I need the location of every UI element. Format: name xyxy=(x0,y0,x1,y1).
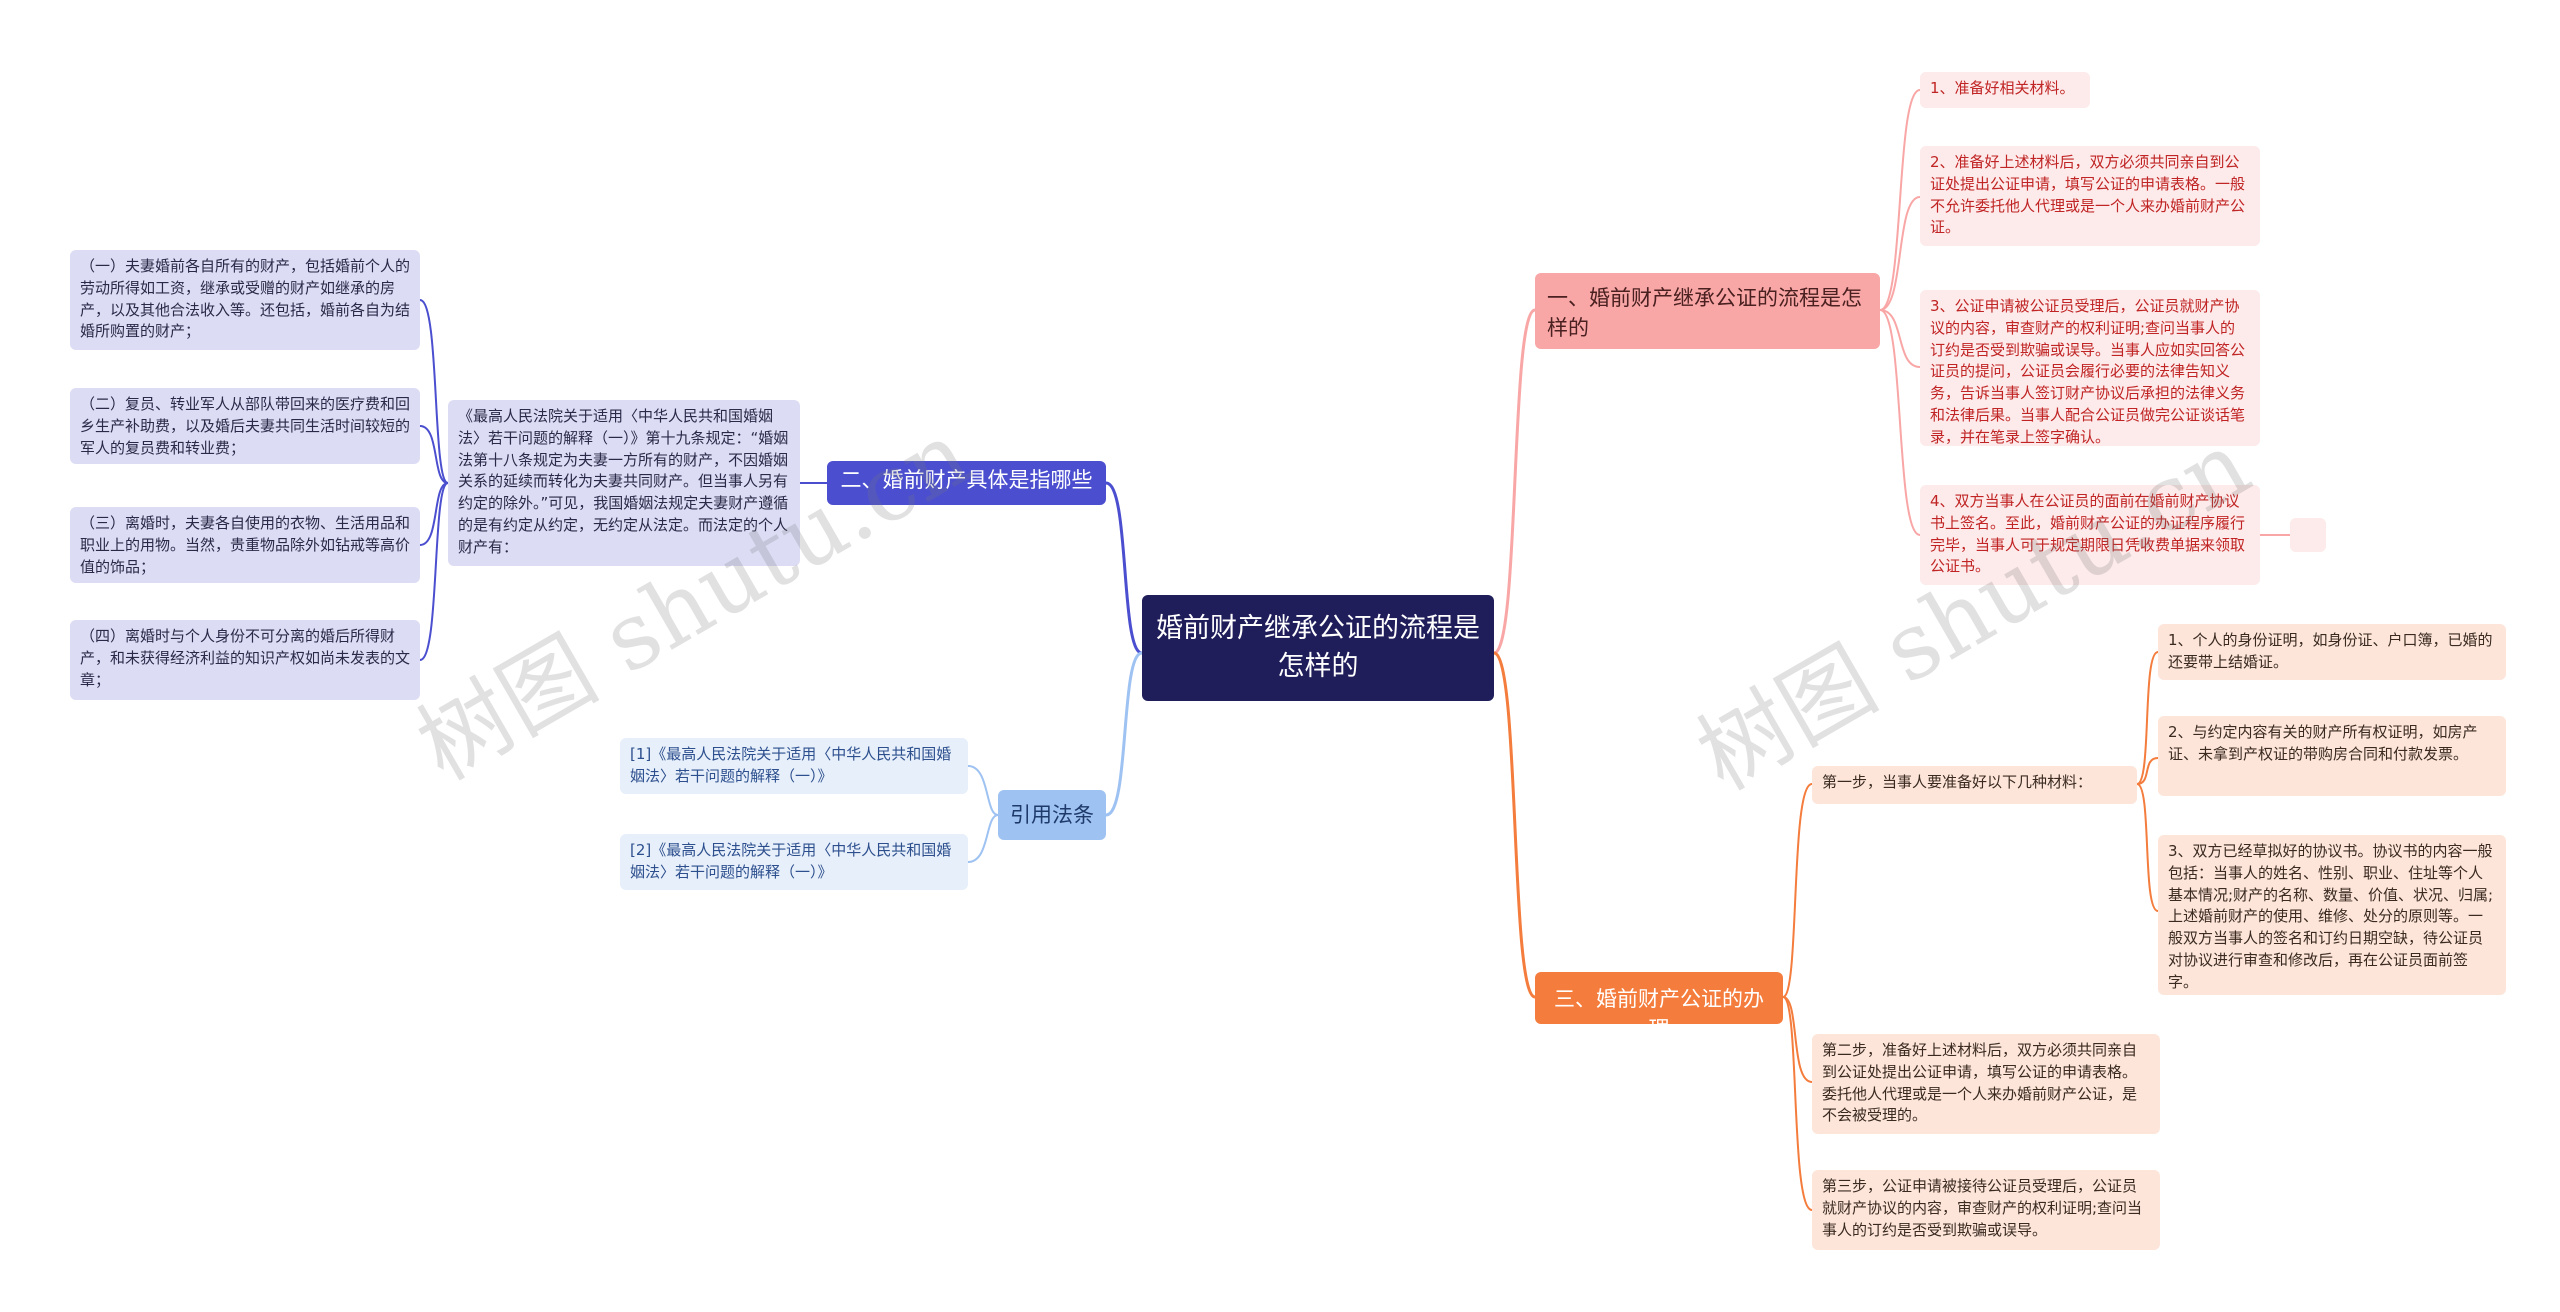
root-topic[interactable]: 婚前财产继承公证的流程是怎样的 xyxy=(1142,595,1494,701)
branch-1-topic[interactable]: 一、婚前财产继承公证的流程是怎样的 xyxy=(1535,273,1880,349)
list-item-text: （一）夫妻婚前各自所有的财产，包括婚前个人的劳动所得如工资，继承或受赠的财产如继… xyxy=(80,257,411,341)
list-item-text: 3、公证申请被公证员受理后，公证员就财产协议的内容，审查财产的权利证明;查问当事… xyxy=(1930,297,2246,446)
list-item-text: 3、双方已经草拟好的协议书。协议书的内容一般包括：当事人的姓名、性别、职业、住址… xyxy=(2168,842,2494,991)
root-label: 婚前财产继承公证的流程是怎样的 xyxy=(1156,613,1480,682)
branch-2-item-3[interactable]: （三）离婚时，夫妻各自使用的衣物、生活用品和职业上的用物。当然，贵重物品除外如钻… xyxy=(70,507,420,583)
branch-1-item-4-empty-child[interactable] xyxy=(2290,518,2326,552)
branch-2-item-2[interactable]: （二）复员、转业军人从部队带回来的医疗费和回乡生产补助费，以及婚后夫妻共同生活时… xyxy=(70,388,420,464)
step-1-item-1[interactable]: 1、个人的身份证明，如身份证、户口簿，已婚的还要带上结婚证。 xyxy=(2158,624,2506,680)
detail-text: 《最高人民法院关于适用〈中华人民共和国婚姻法〉若干问题的解释（一）》第十九条规定… xyxy=(458,407,789,556)
list-item-text: （四）离婚时与个人身份不可分离的婚后所得财产，和未获得经济利益的知识产权如尚未发… xyxy=(80,627,411,689)
step-1-item-3[interactable]: 3、双方已经草拟好的协议书。协议书的内容一般包括：当事人的姓名、性别、职业、住址… xyxy=(2158,835,2506,995)
list-item-text: 2、准备好上述材料后，双方必须共同亲自到公证处提出公证申请，填写公证的申请表格。… xyxy=(1930,153,2246,237)
step-1-item-2[interactable]: 2、与约定内容有关的财产所有权证明，如房产证、未拿到产权证的带购房合同和付款发票… xyxy=(2158,716,2506,796)
branch-1-item-2[interactable]: 2、准备好上述材料后，双方必须共同亲自到公证处提出公证申请，填写公证的申请表格。… xyxy=(1920,146,2260,246)
branch-1-label: 一、婚前财产继承公证的流程是怎样的 xyxy=(1547,286,1862,341)
step-1-node[interactable]: 第一步，当事人要准备好以下几种材料： xyxy=(1812,766,2137,804)
branch-2-topic[interactable]: 二、婚前财产具体是指哪些 xyxy=(827,461,1106,505)
reference-text: [1]《最高人民法院关于适用〈中华人民共和国婚姻法〉若干问题的解释（一）》 xyxy=(630,745,952,785)
step-2-node[interactable]: 第二步，准备好上述材料后，双方必须共同亲自到公证处提出公证申请，填写公证的申请表… xyxy=(1812,1034,2160,1134)
list-item-text: （二）复员、转业军人从部队带回来的医疗费和回乡生产补助费，以及婚后夫妻共同生活时… xyxy=(80,395,411,457)
list-item-text: （三）离婚时，夫妻各自使用的衣物、生活用品和职业上的用物。当然，贵重物品除外如钻… xyxy=(80,514,411,576)
branch-1-item-3[interactable]: 3、公证申请被公证员受理后，公证员就财产协议的内容，审查财产的权利证明;查问当事… xyxy=(1920,290,2260,446)
reference-text: [2]《最高人民法院关于适用〈中华人民共和国婚姻法〉若干问题的解释（一）》 xyxy=(630,841,952,881)
branch-3-topic[interactable]: 三、婚前财产公证的办理 xyxy=(1535,972,1783,1024)
step-3-node[interactable]: 第三步，公证申请被接待公证员受理后，公证员就财产协议的内容，审查财产的权利证明;… xyxy=(1812,1170,2160,1250)
branch-2-detail[interactable]: 《最高人民法院关于适用〈中华人民共和国婚姻法〉若干问题的解释（一）》第十九条规定… xyxy=(448,400,800,566)
list-item-text: 4、双方当事人在公证员的面前在婚前财产协议书上签名。至此，婚前财产公证的办证程序… xyxy=(1930,492,2246,576)
list-item-text: 2、与约定内容有关的财产所有权证明，如房产证、未拿到产权证的带购房合同和付款发票… xyxy=(2168,723,2478,763)
step-3-text: 第三步，公证申请被接待公证员受理后，公证员就财产协议的内容，审查财产的权利证明;… xyxy=(1822,1177,2143,1239)
branch-2-label: 二、婚前财产具体是指哪些 xyxy=(840,468,1093,492)
step-1-text: 第一步，当事人要准备好以下几种材料： xyxy=(1822,773,2093,791)
step-2-text: 第二步，准备好上述材料后，双方必须共同亲自到公证处提出公证申请，填写公证的申请表… xyxy=(1822,1041,2138,1125)
branch-2-item-1[interactable]: （一）夫妻婚前各自所有的财产，包括婚前个人的劳动所得如工资，继承或受赠的财产如继… xyxy=(70,250,420,350)
branch-4-label: 引用法条 xyxy=(1010,803,1094,827)
list-item-text: 1、准备好相关材料。 xyxy=(1930,79,2075,97)
branch-4-topic[interactable]: 引用法条 xyxy=(998,790,1106,840)
branch-1-item-1[interactable]: 1、准备好相关材料。 xyxy=(1920,72,2090,108)
branch-3-label: 三、婚前财产公证的办理 xyxy=(1554,987,1764,1024)
reference-item-2[interactable]: [2]《最高人民法院关于适用〈中华人民共和国婚姻法〉若干问题的解释（一）》 xyxy=(620,834,968,890)
reference-item-1[interactable]: [1]《最高人民法院关于适用〈中华人民共和国婚姻法〉若干问题的解释（一）》 xyxy=(620,738,968,794)
branch-1-item-4[interactable]: 4、双方当事人在公证员的面前在婚前财产协议书上签名。至此，婚前财产公证的办证程序… xyxy=(1920,485,2260,585)
branch-2-item-4[interactable]: （四）离婚时与个人身份不可分离的婚后所得财产，和未获得经济利益的知识产权如尚未发… xyxy=(70,620,420,700)
list-item-text: 1、个人的身份证明，如身份证、户口簿，已婚的还要带上结婚证。 xyxy=(2168,631,2493,671)
